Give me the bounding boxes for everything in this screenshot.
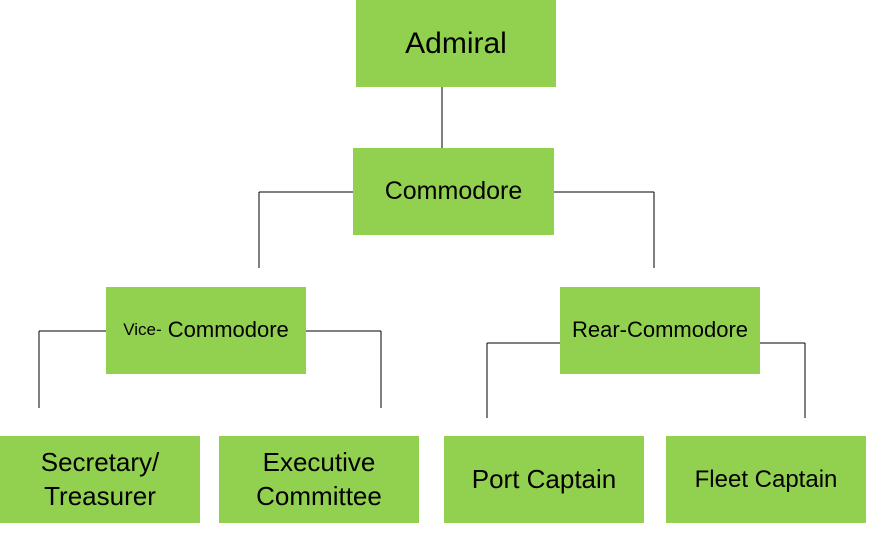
node-rear-commodore: Rear-Commodore (560, 287, 760, 374)
node-port-captain-label: Port Captain (471, 463, 617, 494)
node-secretary-treasurer-label: Secretary/ Treasurer (40, 446, 160, 511)
node-admiral: Admiral (356, 0, 556, 87)
node-executive-committee: Executive Committee (219, 436, 419, 523)
node-vice-commodore-prefix: Vice- (123, 320, 162, 340)
node-rear-commodore-label: Rear-Commodore (571, 317, 749, 343)
node-commodore: Commodore (353, 148, 554, 235)
node-port-captain: Port Captain (444, 436, 644, 523)
node-secretary-treasurer: Secretary/ Treasurer (0, 436, 200, 523)
node-vice-commodore: Vice- Commodore (106, 287, 306, 374)
node-admiral-label: Admiral (405, 27, 507, 60)
node-vice-commodore-suffix: Commodore (167, 317, 289, 343)
node-fleet-captain-label: Fleet Captain (694, 465, 838, 493)
node-fleet-captain: Fleet Captain (666, 436, 866, 523)
node-executive-committee-label: Executive Committee (256, 446, 382, 511)
node-commodore-label: Commodore (384, 177, 523, 206)
